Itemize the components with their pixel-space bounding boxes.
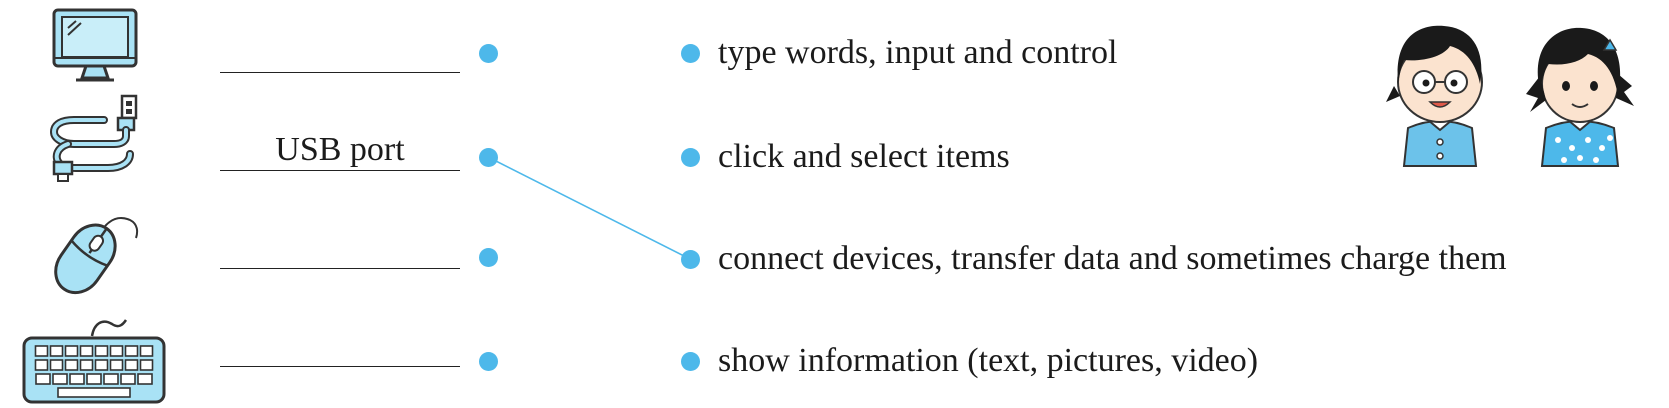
left-match-dot-3[interactable] bbox=[479, 248, 498, 267]
children-illustration bbox=[1386, 25, 1634, 167]
boy-with-glasses-illustration bbox=[1386, 25, 1483, 167]
monitor-icon bbox=[52, 8, 138, 82]
left-match-dot-4[interactable] bbox=[479, 352, 498, 371]
definition-3: connect devices, transfer data and somet… bbox=[718, 240, 1507, 277]
answer-blank-2[interactable]: USB port bbox=[220, 130, 460, 171]
answer-blank-3[interactable] bbox=[220, 228, 460, 269]
definition-4: show information (text, pictures, video) bbox=[718, 342, 1259, 379]
answer-blank-4[interactable] bbox=[220, 326, 460, 367]
right-match-dot-4[interactable] bbox=[681, 352, 700, 371]
right-match-dot-1[interactable] bbox=[681, 44, 700, 63]
left-match-dot-2[interactable] bbox=[479, 148, 498, 167]
answer-blank-1[interactable] bbox=[220, 32, 460, 73]
right-match-dot-2[interactable] bbox=[681, 148, 700, 167]
usb-cable-icon bbox=[49, 94, 138, 182]
right-match-dot-3[interactable] bbox=[681, 250, 700, 269]
girl-illustration bbox=[1526, 27, 1634, 167]
left-match-dot-1[interactable] bbox=[479, 44, 498, 63]
definition-2: click and select items bbox=[718, 138, 1010, 175]
keyboard-icon bbox=[22, 319, 166, 404]
definition-1: type words, input and control bbox=[718, 34, 1118, 71]
mouse-icon bbox=[54, 217, 139, 295]
